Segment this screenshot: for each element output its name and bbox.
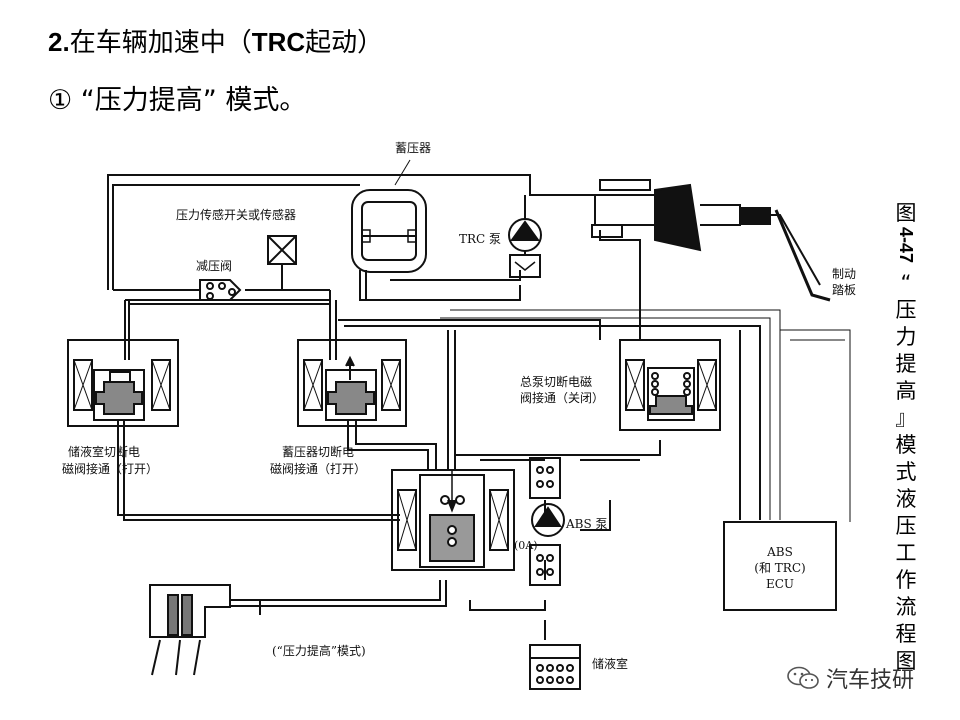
caption-char: 程 xyxy=(895,622,917,647)
wechat-icon xyxy=(787,666,819,689)
abs-pump xyxy=(529,457,565,586)
caption-char: 流 xyxy=(895,595,917,620)
caption-char: 液 xyxy=(895,487,917,512)
label-ecu-1: ABS xyxy=(766,545,793,559)
reservoir-cut-valve xyxy=(67,339,179,427)
heading-text-post: 起动） xyxy=(305,28,384,58)
label-ecu-2: (和 TRC) xyxy=(754,561,805,575)
caption-char: 』 xyxy=(895,406,917,431)
caption-char: 提 xyxy=(895,352,917,377)
accumulator-cut-valve xyxy=(297,339,407,427)
caption-char: 压 xyxy=(895,514,917,539)
figure-caption: 图 4-47 “压力提高』模式液压工作流程图 xyxy=(893,200,919,675)
heading-text-pre: 在车辆加速中（ xyxy=(69,28,252,58)
label-oa: (0A) xyxy=(514,539,538,552)
label-relief-valve: 减压阀 xyxy=(196,259,232,273)
label-reservoir-cut-1: 储液室切断电 xyxy=(68,444,140,459)
label-pressure-switch: 压力传感开关或传感器 xyxy=(176,207,296,222)
brake-master-cylinder xyxy=(591,179,831,302)
label-trc-pump: TRC 泵 xyxy=(459,232,501,246)
label-reservoir: 储液室 xyxy=(592,656,628,671)
caption-char: 式 xyxy=(895,460,917,485)
caption-char: 工 xyxy=(895,541,917,566)
label-ecu-3: ECU xyxy=(766,577,794,591)
label-accumulator: 蓄压器 xyxy=(395,141,431,155)
caption-char: 压 xyxy=(895,298,917,323)
wheel-cylinder xyxy=(149,584,231,676)
abs-3-position-valve xyxy=(391,469,515,571)
label-brake-pedal-1: 制动 xyxy=(832,267,856,281)
label-reservoir-cut-2: 磁阀接通（打开） xyxy=(62,461,158,476)
master-cut-valve xyxy=(619,339,721,431)
trc-pump xyxy=(508,195,542,278)
caption-char: 模 xyxy=(895,433,917,458)
watermark-text: 汽车技研 xyxy=(826,668,915,693)
relief-valve xyxy=(199,279,242,301)
heading-number: 2. xyxy=(48,27,70,57)
caption-number: 4-47 xyxy=(896,227,916,264)
label-brake-pedal-2: 踏板 xyxy=(832,283,856,297)
label-accum-cut-1: 蓄压器切断电 xyxy=(282,444,354,459)
label-mode: (“压力提高”模式) xyxy=(272,643,366,658)
slide-heading-1: 2.在车辆加速中（TRC起动） xyxy=(48,22,383,59)
label-abs-pump: ABS 泵 xyxy=(565,517,608,531)
caption-char: “ xyxy=(900,271,912,296)
label-master-cut-2: 阀接通（关闭） xyxy=(520,390,604,405)
caption-text: “压力提高』模式液压工作流程图 xyxy=(893,270,919,675)
watermark: 汽车技研 xyxy=(786,662,914,694)
caption-prefix: 图 xyxy=(895,201,917,225)
heading-trc: TRC xyxy=(251,27,306,57)
caption-char: 力 xyxy=(895,325,917,350)
label-master-cut-1: 总泵切断电磁 xyxy=(520,374,592,389)
slide-heading-2: ① “压力提高” 模式。 xyxy=(48,85,307,116)
label-accum-cut-2: 磁阀接通（打开） xyxy=(270,461,366,476)
caption-char: 图 xyxy=(895,649,917,674)
reservoir xyxy=(529,644,581,690)
accumulator xyxy=(351,159,427,273)
abs-trc-ecu xyxy=(723,329,851,611)
pressure-switch xyxy=(267,235,297,290)
caption-char: 作 xyxy=(895,568,917,593)
caption-char: 高 xyxy=(895,379,917,404)
